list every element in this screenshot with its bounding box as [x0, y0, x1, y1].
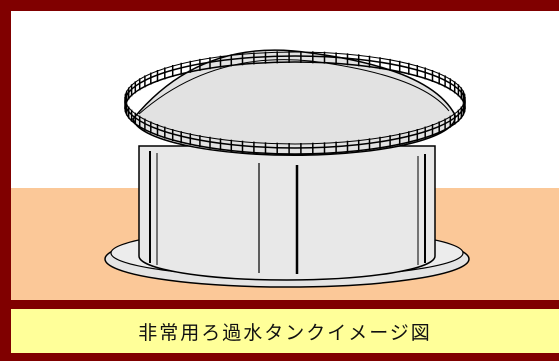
tank-roof [132, 49, 456, 157]
bottom-border [0, 353, 559, 361]
caption-bar: 非常用ろ過水タンクイメージ図 [11, 309, 559, 353]
figure-caption: 非常用ろ過水タンクイメージ図 [138, 321, 432, 344]
caption-divider [0, 300, 559, 309]
illustration-area: (function () { var g = document.getEleme… [11, 11, 559, 301]
tank-body [138, 145, 436, 281]
water-tank-illustration [104, 49, 470, 288]
top-railing [124, 51, 466, 155]
